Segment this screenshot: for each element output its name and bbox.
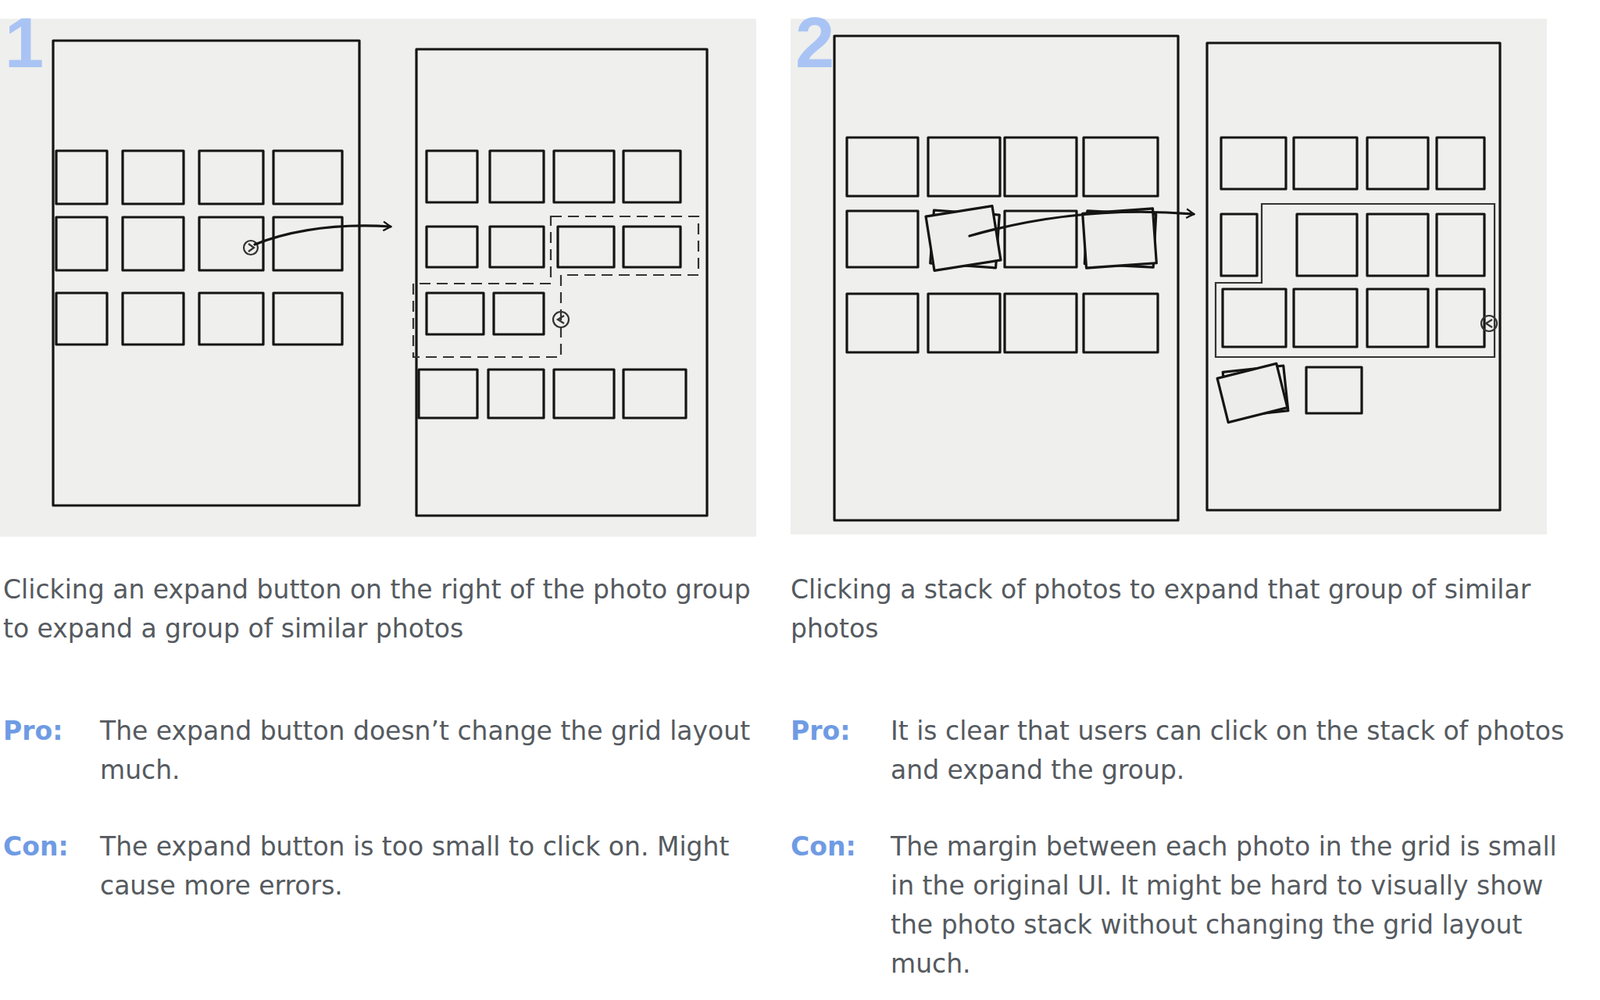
photo-thumb [199,292,264,345]
con-label: Con: [790,827,885,867]
panel-number: 1 [4,7,68,79]
con-text: The margin between each photo in the gri… [890,827,1586,984]
photo-thumb [846,137,918,197]
photo-thumb [1221,214,1258,276]
photo-thumb [122,217,184,271]
photo-thumb [426,226,478,268]
photo-thumb [928,137,1000,197]
photo-thumb [1083,137,1158,197]
photo-thumb [1222,289,1286,347]
transition-arrow [254,225,391,245]
photo-thumb [1306,367,1362,414]
photo-thumb [1367,214,1429,276]
collapse-button [1481,315,1497,332]
photo-thumb [426,150,478,203]
photo-thumb [199,150,264,204]
photo-thumb [489,150,544,203]
photo-thumb [1221,137,1286,190]
photo-thumb [553,369,615,418]
transition-arrow [969,211,1194,236]
con-label: Con: [3,827,97,867]
photo-thumb [273,292,343,345]
photo-thumb [553,150,615,203]
pro-text: The expand button doesn’t change the gri… [100,711,754,790]
photo-thumb [1367,289,1429,347]
photo-stack [1217,363,1288,422]
photo-thumb [56,217,108,271]
phone-frame [53,40,360,506]
sketch-caption: Clicking a stack of photos to expand tha… [790,570,1557,649]
photo-thumb [273,217,343,271]
paper-photo [0,18,757,537]
photo-thumb [1436,214,1485,276]
photo-grid [846,137,1158,353]
photo-thumb [1004,137,1077,197]
photo-stack [1082,208,1158,268]
con-text: The expand button is too small to click … [100,827,754,906]
collapse-icon [557,315,565,324]
phone-frame [1207,42,1500,511]
photo-grid [56,150,343,345]
photo-thumb [1296,214,1358,276]
pro-label: Pro: [3,711,97,751]
photo-grid [1217,137,1485,423]
photo-thumb [1436,289,1485,347]
pro-label: Pro: [790,711,885,751]
photo-thumb [1083,293,1158,353]
photo-thumb [623,369,686,418]
photo-thumb [56,292,108,345]
photo-thumb [557,226,615,268]
photo-thumb [623,226,681,268]
sketch-caption: Clicking an expand button on the right o… [3,570,754,649]
photo-thumb [1367,137,1429,190]
photo-thumb [418,369,478,418]
photo-thumb [426,292,484,335]
photo-thumb [1436,137,1485,190]
photo-thumb [623,150,681,203]
photo-thumb [489,226,544,268]
photo-thumb [122,292,184,345]
paper-photo [790,18,1547,535]
photo-thumb [488,369,544,418]
photo-thumb [56,150,108,204]
phone-frame [834,35,1179,521]
collapse-button [553,311,569,328]
photo-stack [925,206,1001,272]
photo-thumb [122,150,184,204]
expand-icon [248,243,254,252]
photo-thumb [493,292,544,335]
collapse-icon [1485,319,1493,328]
photo-thumb [1004,293,1077,353]
photo-thumb [199,217,264,271]
group-outline [1215,203,1495,358]
photo-thumb [273,150,343,204]
photo-thumb [846,210,918,268]
group-outline [413,216,699,358]
pro-text: It is clear that users can click on the … [890,711,1579,790]
panel-number: 2 [795,7,858,79]
photo-thumb [1293,289,1358,347]
expand-button [243,240,258,255]
photo-thumb [1293,137,1358,190]
photo-thumb [928,293,1000,353]
photo-thumb [846,293,918,353]
